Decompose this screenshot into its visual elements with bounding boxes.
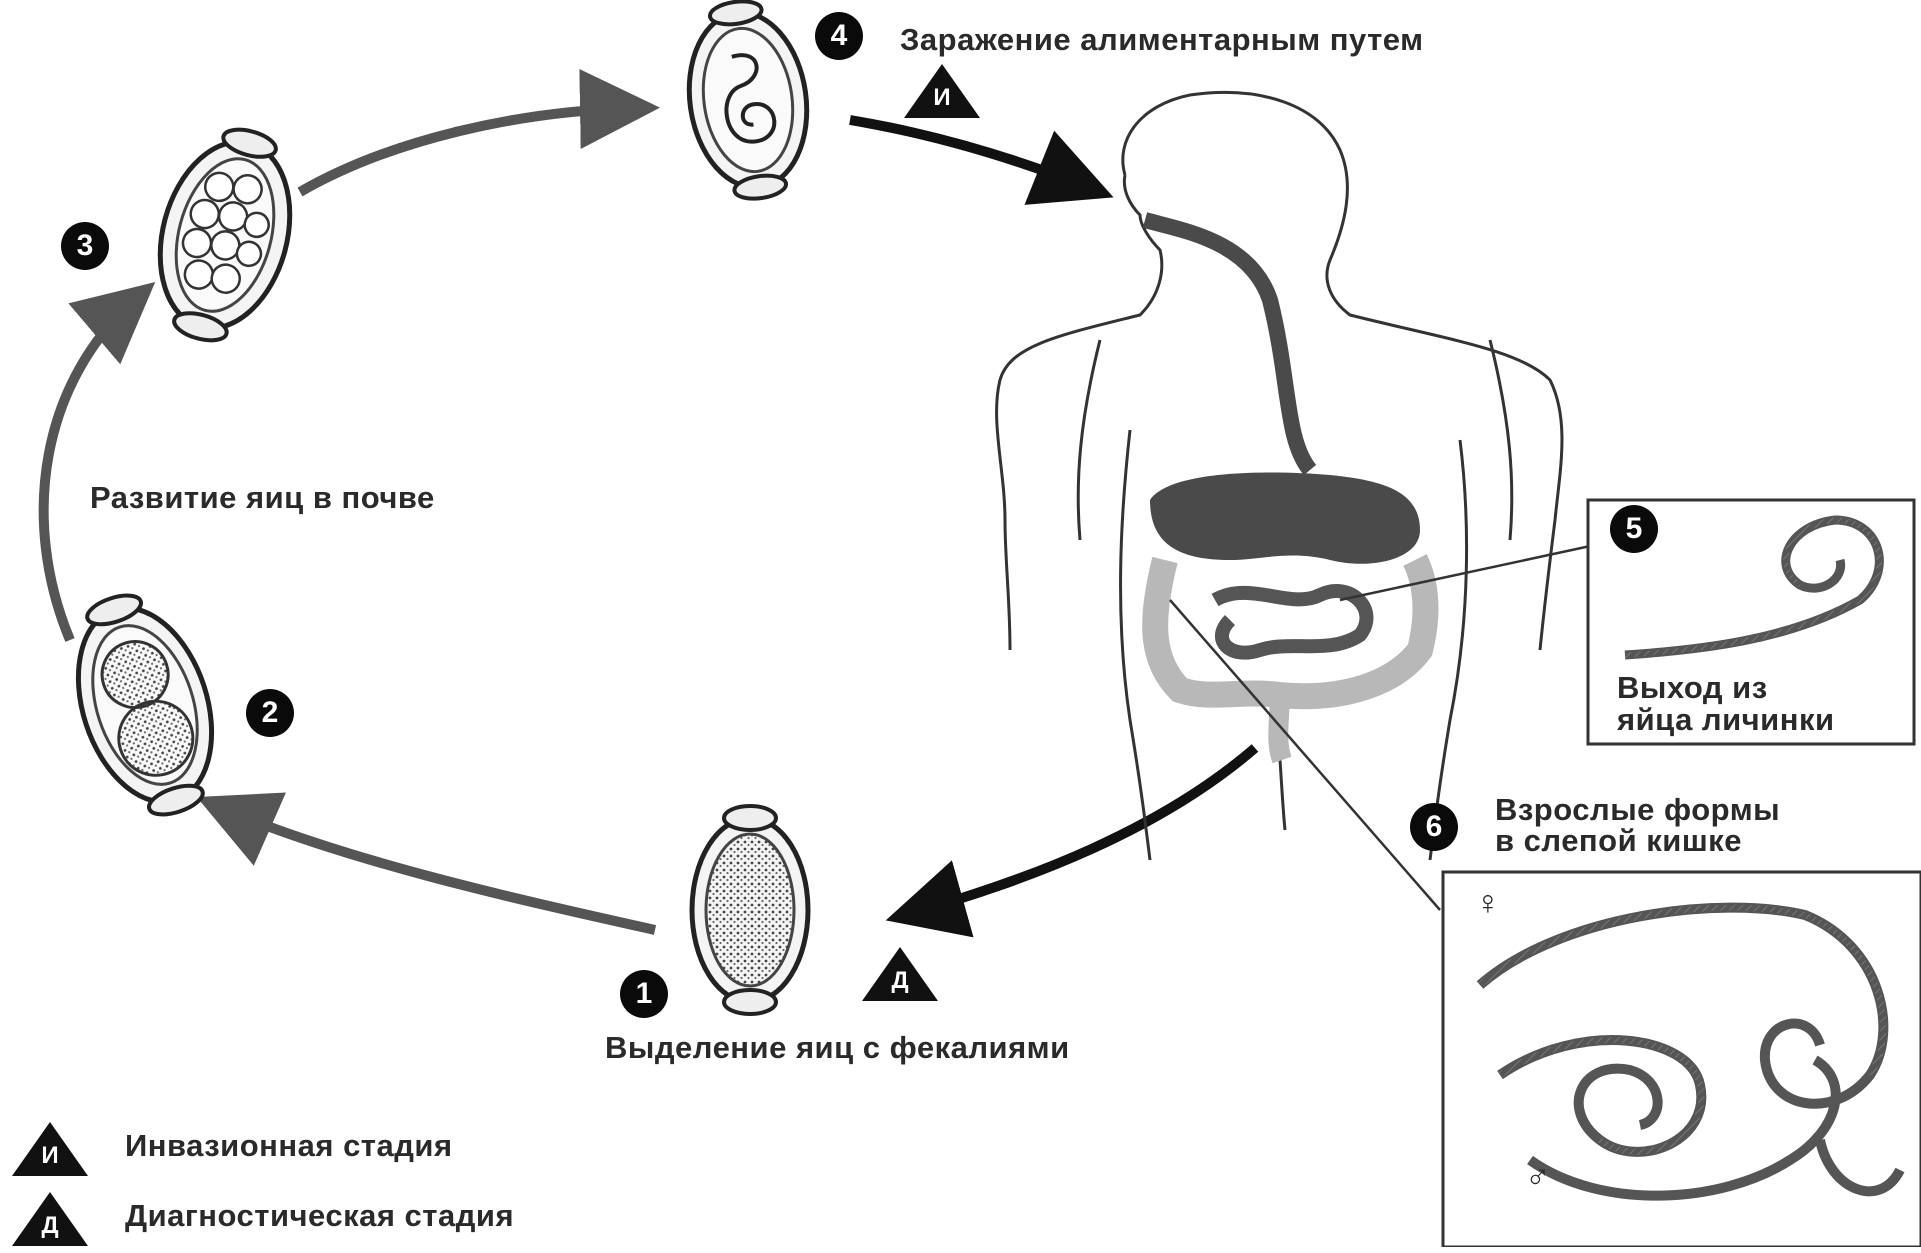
diagnostic-stage-marker-1: Д [860, 945, 940, 1003]
digestive-tract-icon [1145, 220, 1425, 760]
stage-5-label-line2: яйца личинки [1617, 702, 1835, 738]
arrow-3-to-4 [300, 108, 640, 192]
stage-6-label-line2: в слепой кишке [1495, 823, 1742, 859]
legend-diagnostic-icon: Д [10, 1190, 90, 1248]
egg-stage-1-icon [692, 806, 808, 1014]
stage-number-2: 2 [246, 689, 294, 737]
stage-4-label: Заражение алиментарным путем [900, 22, 1424, 58]
stage-5-label-line1: Выход из [1617, 670, 1768, 706]
egg-stage-3-icon [137, 116, 312, 355]
legend-diagnostic-label: Диагностическая стадия [125, 1198, 514, 1234]
arrow-4-to-human [850, 120, 1095, 190]
adult-worms-box-stage-6 [1443, 872, 1921, 1247]
soil-development-label: Развитие яиц в почве [90, 480, 435, 516]
stage-number-3: 3 [61, 222, 109, 270]
stage-1-label: Выделение яиц с фекалиями [605, 1030, 1070, 1066]
egg-stage-4-icon [677, 0, 819, 206]
stage-number-5: 5 [1610, 505, 1658, 553]
male-symbol: ♂ [1525, 1158, 1551, 1194]
arrow-2-to-3 [44, 295, 140, 640]
egg-stage-2-icon [51, 579, 238, 830]
arrow-human-to-1 [905, 748, 1255, 915]
stage-number-6: 6 [1410, 803, 1458, 851]
legend-invasive-label: Инвазионная стадия [125, 1128, 453, 1164]
stage-number-1: 1 [620, 970, 668, 1018]
arrow-1-to-2 [215, 805, 655, 930]
legend-invasive-icon: И [10, 1120, 90, 1178]
stage-number-4: 4 [815, 12, 863, 60]
female-symbol: ♀ [1475, 885, 1501, 921]
invasive-stage-marker-4: И [902, 62, 982, 120]
